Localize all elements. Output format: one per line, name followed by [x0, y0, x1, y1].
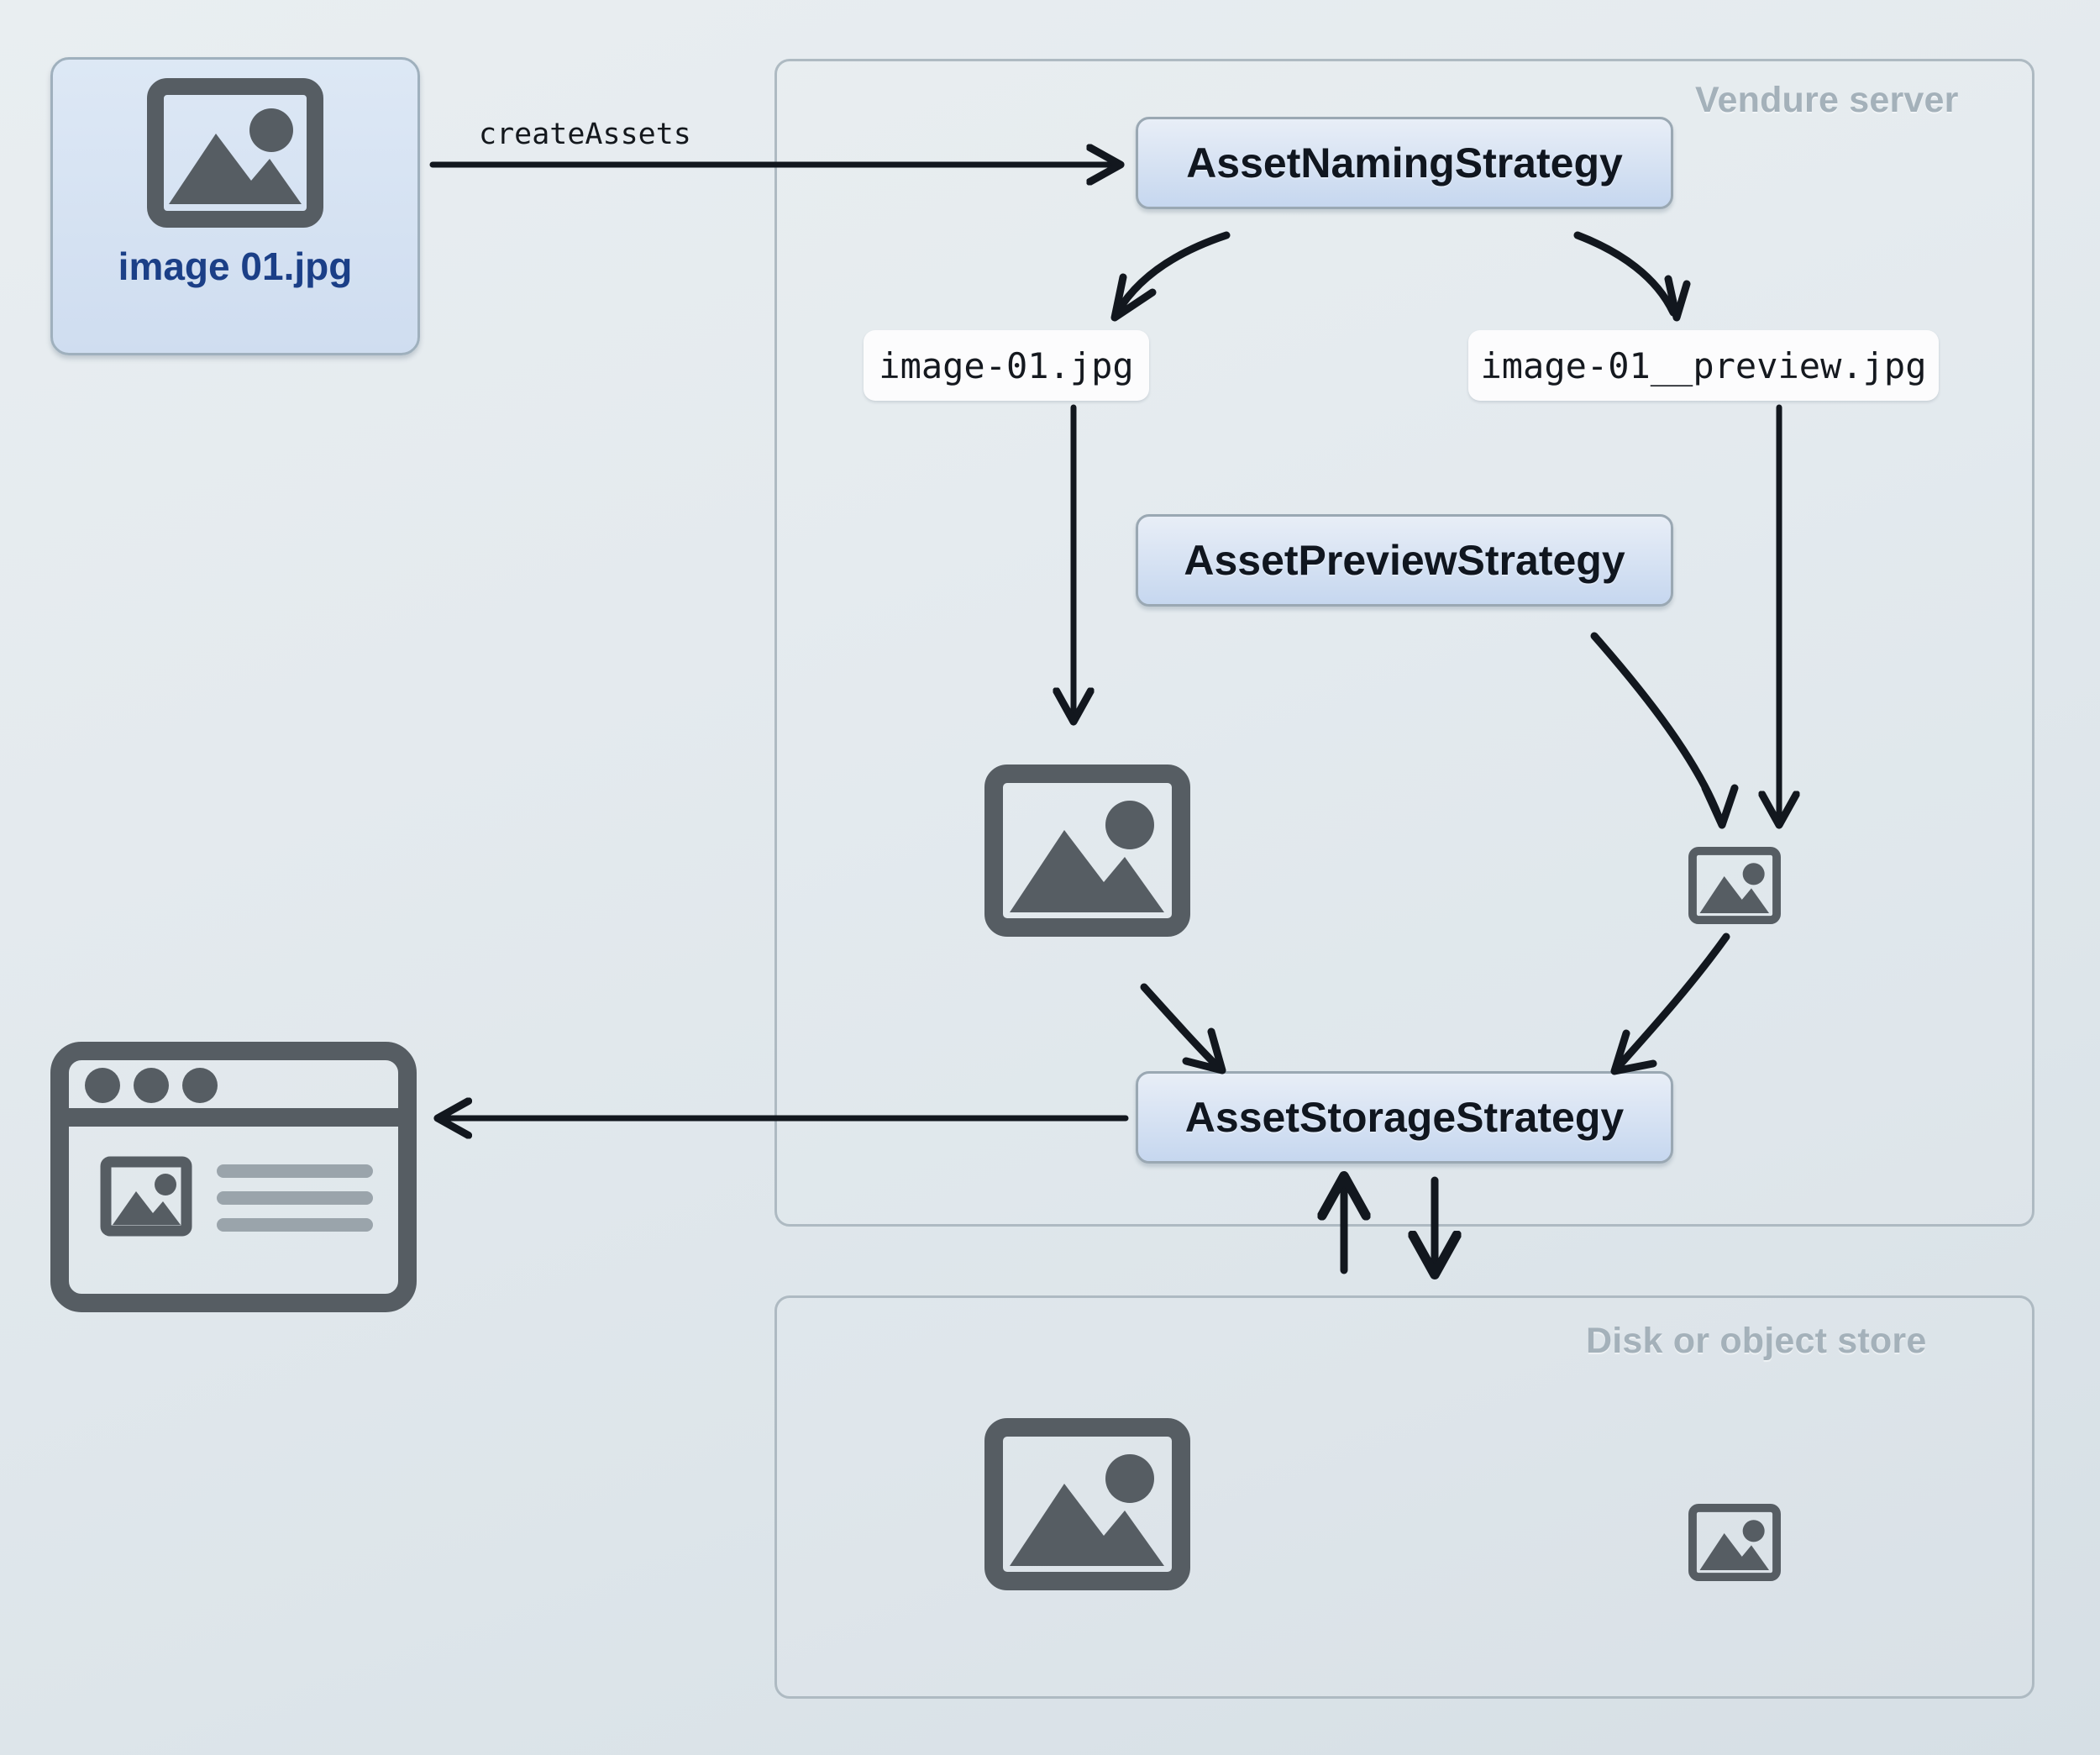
asset-preview-strategy-label: AssetPreviewStrategy: [1184, 537, 1625, 584]
asset-storage-strategy-label: AssetStorageStrategy: [1184, 1094, 1625, 1141]
source-asset-card[interactable]: image 01.jpg: [50, 57, 420, 355]
edge-label-create-assets: createAssets: [479, 118, 691, 151]
browser-window-icon-wrap[interactable]: [49, 1040, 418, 1314]
stored-image-thumb-icon-wrap: [1688, 1504, 1781, 1581]
image-full-icon-wrap: [984, 765, 1190, 937]
stored-image-full-icon-wrap: [984, 1418, 1190, 1590]
filename-preview-value: image-01__preview.jpg: [1480, 344, 1927, 386]
image-thumb-icon-wrap: [1688, 847, 1781, 924]
image-thumbnail-icon: [1688, 847, 1781, 924]
group-disk-store-label: Disk or object store: [1586, 1321, 1927, 1361]
source-asset-filename: image 01.jpg: [118, 244, 353, 288]
asset-storage-strategy-box[interactable]: AssetStorageStrategy: [1136, 1071, 1673, 1164]
asset-preview-strategy-box[interactable]: AssetPreviewStrategy: [1136, 514, 1673, 607]
filename-original-value: image-01.jpg: [879, 344, 1134, 386]
asset-naming-strategy-box[interactable]: AssetNamingStrategy: [1136, 117, 1673, 209]
group-vendure-server: [774, 59, 2034, 1227]
filename-chip-preview: image-01__preview.jpg: [1468, 330, 1939, 401]
asset-naming-strategy-label: AssetNamingStrategy: [1186, 139, 1623, 187]
filename-chip-original: image-01.jpg: [864, 330, 1149, 401]
image-thumbnail-icon: [1688, 1504, 1781, 1581]
group-vendure-server-label: Vendure server: [1695, 80, 1959, 120]
image-icon: [147, 78, 323, 232]
image-icon: [984, 765, 1190, 937]
group-disk-store: [774, 1295, 2034, 1699]
browser-window-icon: [50, 1042, 417, 1312]
image-icon: [984, 1418, 1190, 1590]
